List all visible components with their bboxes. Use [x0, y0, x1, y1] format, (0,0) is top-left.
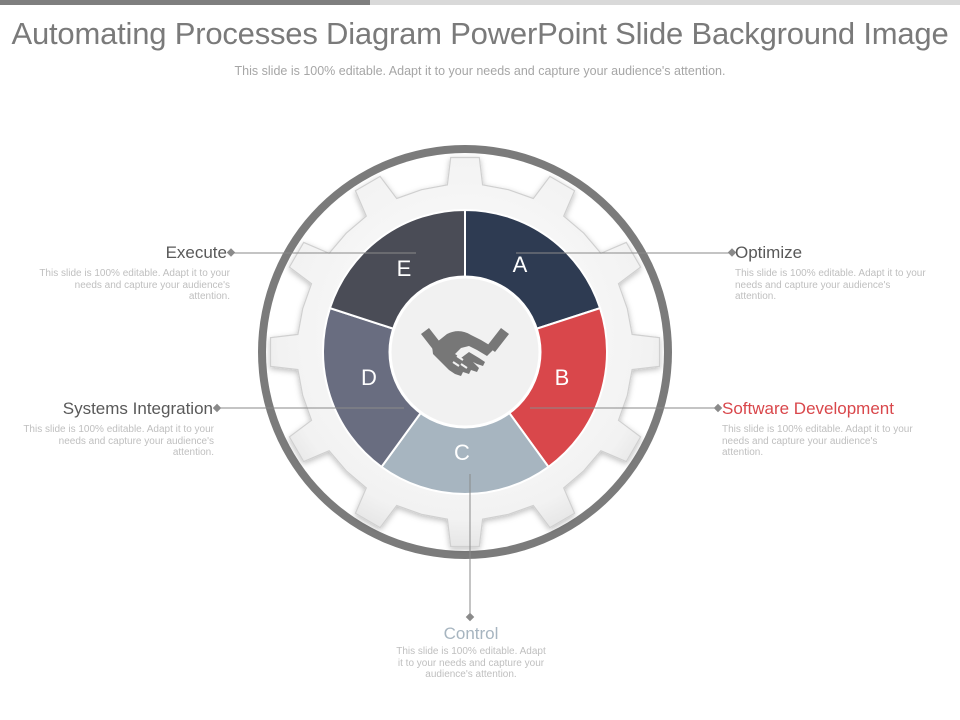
callout-optimize: Optimize This slide is 100% editable. Ad… [735, 243, 945, 303]
center-hub [388, 275, 542, 429]
segment-ring [322, 208, 608, 495]
top-accent-bar-dark [0, 0, 370, 5]
page-title: Automating Processes Diagram PowerPoint … [11, 16, 949, 51]
connector-dot-systems [212, 403, 222, 413]
callout-desc: This slide is 100% editable. Adapt it to… [722, 424, 913, 458]
callout-desc: This slide is 100% editable. Adapt it to… [735, 268, 926, 302]
segment-letter-c: C [454, 440, 470, 465]
callout-desc: This slide is 100% editable. Adapt it to… [23, 424, 214, 458]
callout-systems-integration: Systems Integration This slide is 100% e… [6, 399, 216, 459]
callout-heading: Execute [165, 243, 227, 262]
page-subtitle: This slide is 100% editable. Adapt it to… [234, 64, 726, 78]
callout-heading: Systems Integration [62, 399, 213, 418]
callout-desc: This slide is 100% editable. Adapt it to… [396, 646, 546, 680]
callout-desc: This slide is 100% editable. Adapt it to… [39, 268, 230, 302]
segment-letter-a: A [513, 252, 528, 277]
callout-software-development: Software Development This slide is 100% … [722, 399, 947, 459]
top-accent-bar [0, 0, 960, 5]
callout-heading: Software Development [722, 399, 894, 418]
connector-dot-execute [226, 248, 236, 257]
connector-dot-control [465, 612, 475, 622]
callout-heading: Control [443, 624, 499, 643]
segment-letter-d: D [361, 365, 377, 390]
connector-dot-software [713, 403, 723, 413]
segment-letter-b: B [555, 365, 570, 390]
callout-heading: Optimize [735, 243, 803, 262]
callout-execute: Execute This slide is 100% editable. Ada… [20, 243, 230, 303]
handshake-icon [421, 328, 509, 376]
segment-letter-e: E [397, 256, 412, 281]
callout-control: Control This slide is 100% editable. Ada… [396, 624, 546, 681]
